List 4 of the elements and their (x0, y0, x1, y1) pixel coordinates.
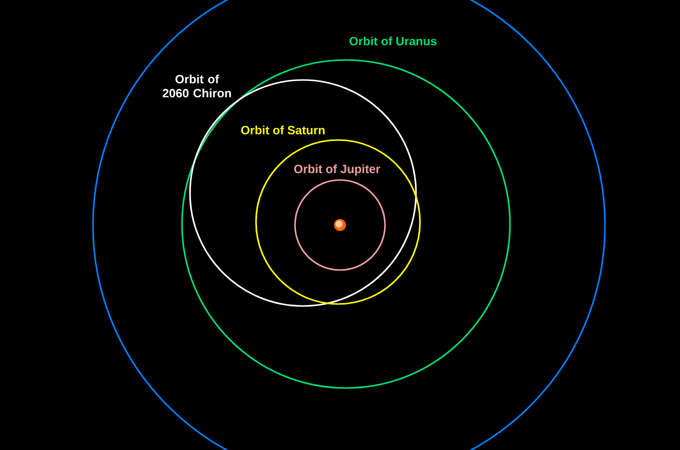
orbit-label: Orbit of Jupiter (294, 164, 380, 176)
orbit-label: Orbit of 2060 Chiron (162, 74, 231, 98)
orbit-label: Orbit of Saturn (241, 126, 325, 134)
orbit-label: Orbit of Uranus (350, 36, 436, 46)
